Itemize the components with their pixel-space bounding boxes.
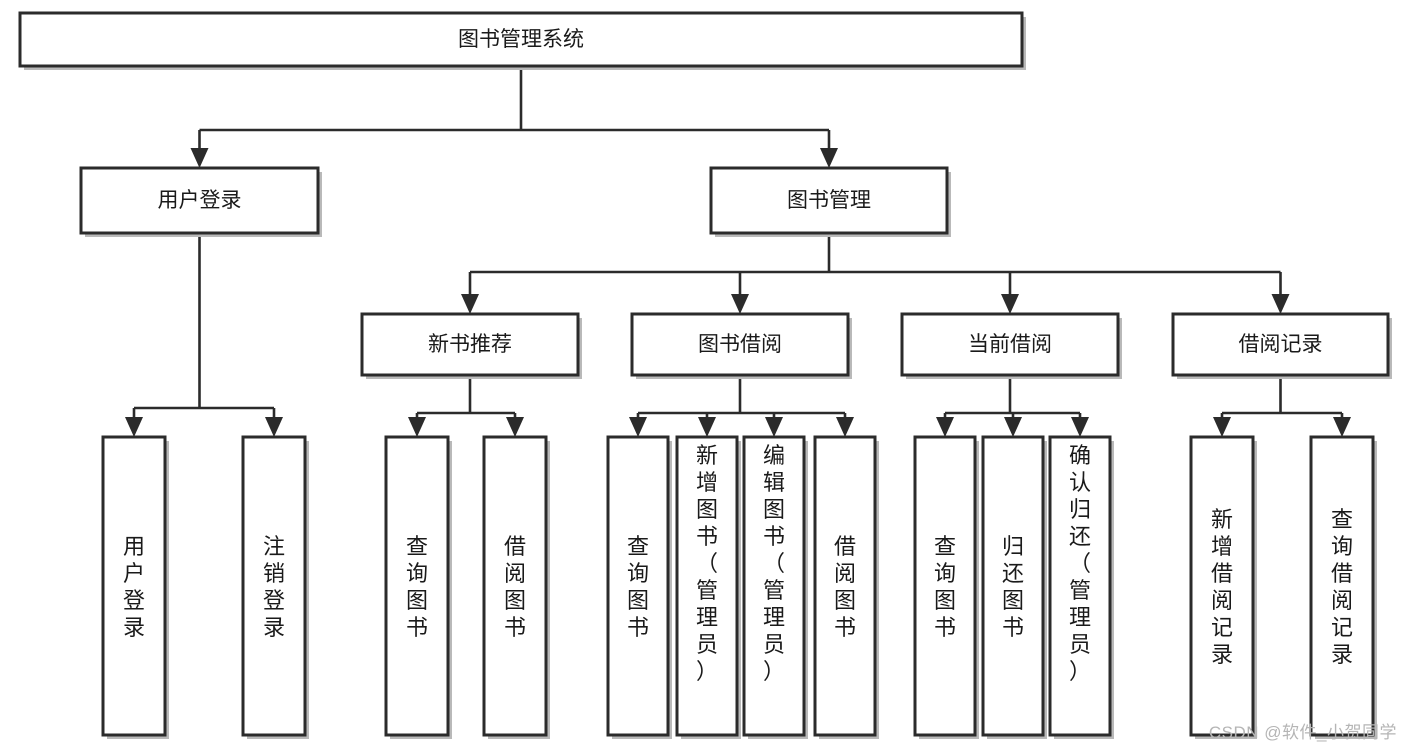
arrow-head-icon bbox=[461, 294, 479, 314]
node-box[interactable] bbox=[742, 435, 806, 737]
arrow-head-icon bbox=[190, 148, 209, 168]
node-box[interactable] bbox=[360, 312, 580, 377]
node-leaf-user-login[interactable]: 用户登录 bbox=[101, 435, 169, 739]
node-box[interactable] bbox=[813, 435, 877, 737]
arrow-head-icon bbox=[731, 294, 749, 314]
arrow-head-icon bbox=[506, 417, 524, 437]
node-label: 确认归还（管理员） bbox=[1069, 443, 1091, 684]
node-label: 新增借阅记录 bbox=[1211, 507, 1233, 667]
node-user-login[interactable]: 用户登录 bbox=[79, 166, 322, 237]
node-box[interactable] bbox=[241, 435, 307, 737]
node-leaf-add-book[interactable]: 新增图书（管理员） bbox=[675, 435, 741, 739]
node-label: 查询图书 bbox=[934, 534, 956, 640]
node-label: 用户登录 bbox=[158, 189, 242, 212]
node-box[interactable] bbox=[482, 435, 548, 737]
node-box[interactable] bbox=[913, 435, 977, 737]
node-label: 查询图书 bbox=[627, 534, 649, 640]
arrow-head-icon bbox=[125, 417, 143, 437]
node-leaf-edit-book[interactable]: 编辑图书（管理员） bbox=[742, 435, 808, 739]
node-book-manage[interactable]: 图书管理 bbox=[709, 166, 951, 237]
node-leaf-borrow-book-1[interactable]: 借阅图书 bbox=[482, 435, 550, 739]
arrow-head-icon bbox=[1271, 294, 1290, 314]
node-leaf-query-record[interactable]: 查询借阅记录 bbox=[1309, 435, 1377, 739]
arrow-head-icon bbox=[629, 417, 647, 437]
node-leaf-confirm-return[interactable]: 确认归还（管理员） bbox=[1048, 435, 1114, 739]
node-label: 新增图书（管理员） bbox=[696, 443, 718, 684]
arrow-head-icon bbox=[265, 417, 283, 437]
node-label: 归还图书 bbox=[1002, 534, 1024, 640]
node-label: 当前借阅 bbox=[968, 333, 1052, 356]
node-label: 编辑图书（管理员） bbox=[763, 443, 785, 684]
node-label: 借阅图书 bbox=[504, 534, 526, 640]
node-box[interactable] bbox=[384, 435, 450, 737]
arrow-head-icon bbox=[1333, 417, 1351, 437]
node-box[interactable] bbox=[1171, 312, 1390, 377]
node-label: 新书推荐 bbox=[428, 333, 512, 356]
node-new-book-recommend[interactable]: 新书推荐 bbox=[360, 312, 582, 379]
node-leaf-add-record[interactable]: 新增借阅记录 bbox=[1189, 435, 1257, 739]
arrow-head-icon bbox=[936, 417, 954, 437]
node-label: 注销登录 bbox=[263, 534, 285, 640]
node-box[interactable] bbox=[18, 11, 1024, 68]
node-box[interactable] bbox=[630, 312, 850, 377]
arrow-head-icon bbox=[836, 417, 854, 437]
arrow-head-icon bbox=[1001, 294, 1019, 314]
node-leaf-query-book-3[interactable]: 查询图书 bbox=[913, 435, 979, 739]
node-label: 借阅记录 bbox=[1239, 333, 1323, 356]
node-label: 借阅图书 bbox=[834, 534, 856, 640]
node-root-图书管理系统[interactable]: 图书管理系统 bbox=[18, 11, 1026, 70]
node-borrow-record[interactable]: 借阅记录 bbox=[1171, 312, 1392, 379]
arrow-head-icon bbox=[765, 417, 783, 437]
node-current-borrow[interactable]: 当前借阅 bbox=[900, 312, 1122, 379]
arrow-head-icon bbox=[1071, 417, 1089, 437]
node-leaf-query-book-2[interactable]: 查询图书 bbox=[606, 435, 672, 739]
node-box[interactable] bbox=[981, 435, 1045, 737]
node-box[interactable] bbox=[1189, 435, 1255, 737]
node-box[interactable] bbox=[900, 312, 1120, 377]
node-book-borrow[interactable]: 图书借阅 bbox=[630, 312, 852, 379]
node-label: 查询图书 bbox=[406, 534, 428, 640]
arrow-head-icon bbox=[820, 148, 838, 168]
arrow-head-icon bbox=[698, 417, 716, 437]
node-layer: 图书管理系统用户登录图书管理新书推荐图书借阅当前借阅借阅记录用户登录注销登录查询… bbox=[18, 11, 1392, 739]
arrow-head-icon bbox=[1213, 417, 1231, 437]
node-box[interactable] bbox=[101, 435, 167, 737]
node-box[interactable] bbox=[606, 435, 670, 737]
node-label: 图书管理 bbox=[787, 189, 871, 212]
node-leaf-borrow-book-2[interactable]: 借阅图书 bbox=[813, 435, 879, 739]
node-label: 图书借阅 bbox=[698, 333, 782, 356]
node-label: 图书管理系统 bbox=[458, 28, 584, 51]
node-box[interactable] bbox=[1048, 435, 1112, 737]
node-label: 查询借阅记录 bbox=[1331, 507, 1353, 667]
node-box[interactable] bbox=[1309, 435, 1375, 737]
node-leaf-user-logout[interactable]: 注销登录 bbox=[241, 435, 309, 739]
connector-layer bbox=[125, 66, 1351, 437]
node-box[interactable] bbox=[79, 166, 320, 235]
node-box[interactable] bbox=[675, 435, 739, 737]
arrow-head-icon bbox=[408, 417, 426, 437]
arrow-head-icon bbox=[1004, 417, 1022, 437]
node-label: 用户登录 bbox=[123, 534, 145, 640]
node-leaf-query-book-1[interactable]: 查询图书 bbox=[384, 435, 452, 739]
node-box[interactable] bbox=[709, 166, 949, 235]
node-leaf-return-book[interactable]: 归还图书 bbox=[981, 435, 1047, 739]
